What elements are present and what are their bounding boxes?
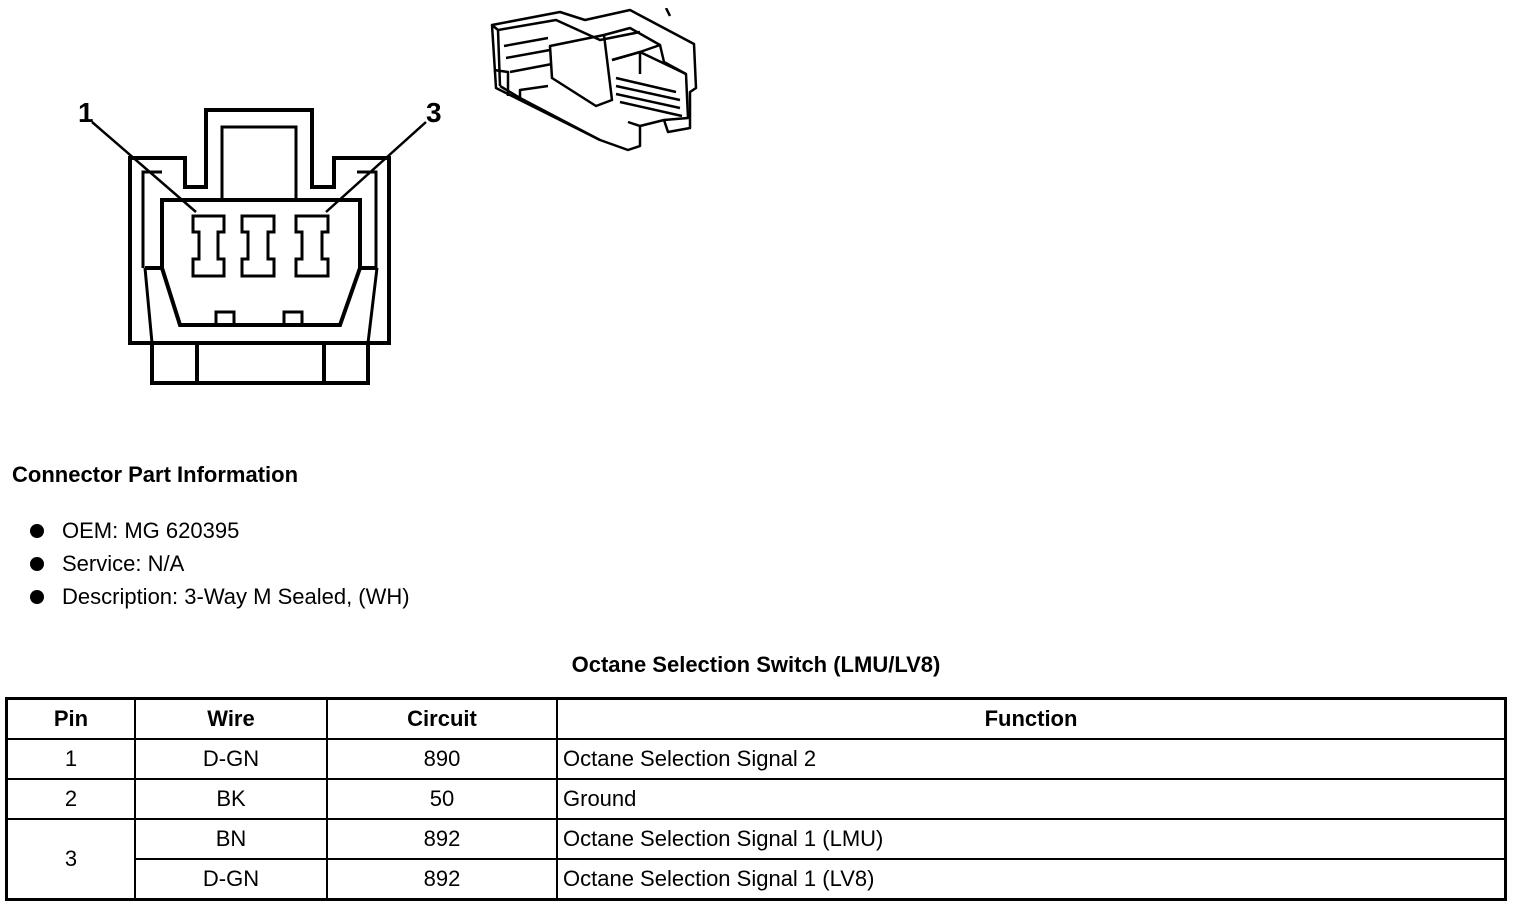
cell-function: Octane Selection Signal 2 xyxy=(556,738,1507,780)
bullet-icon xyxy=(30,523,44,538)
table-row: 2 BK 50 Ground xyxy=(5,778,1507,820)
connector-face-diagram: 1 3 xyxy=(78,97,442,385)
cell-pin: 3 xyxy=(5,818,136,901)
service-info: Service: N/A xyxy=(62,551,185,576)
cell-function: Octane Selection Signal 1 (LMU) xyxy=(556,818,1507,860)
connector-info-list: OEM: MG 620395 Service: N/A Description:… xyxy=(30,514,410,613)
table-header-row: Pin Wire Circuit Function xyxy=(5,697,1507,740)
table-row: 3 BN 892 Octane Selection Signal 1 (LMU) xyxy=(5,818,1507,901)
table-title: Octane Selection Switch (LMU/LV8) xyxy=(571,652,941,677)
inner-key-outline xyxy=(141,125,378,202)
terminal-1 xyxy=(191,214,226,278)
inner-cavity xyxy=(145,198,377,327)
side-ribs xyxy=(141,202,379,344)
cell-wire: D-GN xyxy=(134,858,328,901)
header-circuit: Circuit xyxy=(326,697,558,740)
pin-label-3: 3 xyxy=(426,97,442,128)
pinout-table: Pin Wire Circuit Function 1 D-GN 890 Oct… xyxy=(5,697,1507,901)
pin-label-1: 1 xyxy=(78,97,94,128)
cell-wire: BN xyxy=(134,818,328,860)
cell-circuit: 50 xyxy=(326,778,558,820)
cell-pin: 2 xyxy=(5,778,136,820)
list-item: Description: 3-Way M Sealed, (WH) xyxy=(30,580,410,613)
housing-foot xyxy=(150,343,370,385)
header-pin: Pin xyxy=(5,697,136,740)
connector-info-heading: Connector Part Information xyxy=(12,462,299,487)
connector-isometric-diagram xyxy=(490,8,698,152)
table-row: D-GN 892 Octane Selection Signal 1 (LV8) xyxy=(7,858,1507,901)
table-row: 1 D-GN 890 Octane Selection Signal 2 xyxy=(5,738,1507,780)
oem-info: OEM: MG 620395 xyxy=(62,518,240,543)
bullet-icon xyxy=(30,556,44,571)
cell-circuit: 890 xyxy=(326,738,558,780)
list-item: Service: N/A xyxy=(30,547,410,580)
description-info: Description: 3-Way M Sealed, (WH) xyxy=(62,584,410,609)
cell-wire: D-GN xyxy=(134,738,328,780)
cell-function: Ground xyxy=(556,778,1507,820)
cell-function: Octane Selection Signal 1 (LV8) xyxy=(556,858,1507,901)
list-item: OEM: MG 620395 xyxy=(30,514,410,547)
cell-pin: 1 xyxy=(5,738,136,780)
cell-wire: BK xyxy=(134,778,328,820)
housing-outline xyxy=(128,108,391,345)
cell-circuit: 892 xyxy=(326,818,558,860)
header-function: Function xyxy=(556,697,1507,740)
bullet-icon xyxy=(30,589,44,604)
terminal-2 xyxy=(240,214,276,278)
terminal-3 xyxy=(294,214,330,278)
header-wire: Wire xyxy=(134,697,328,740)
cell-circuit: 892 xyxy=(326,858,558,901)
